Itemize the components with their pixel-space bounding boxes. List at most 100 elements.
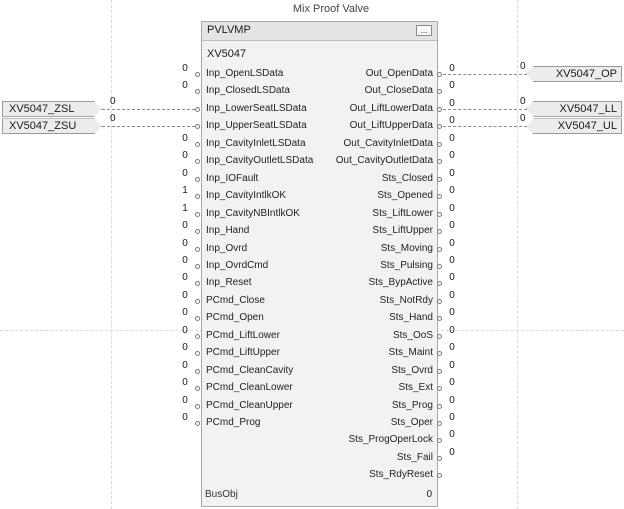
output-pin-connector[interactable] [437, 281, 442, 287]
input-pin-label[interactable]: Inp_CavityOutletLSData [206, 155, 314, 167]
output-pin-label[interactable]: Sts_OoS [392, 329, 433, 341]
input-pin-connector[interactable] [195, 351, 200, 357]
input-pin-connector[interactable] [195, 89, 200, 95]
input-pin-label[interactable]: Inp_CavityNBIntlkOK [206, 207, 300, 219]
output-pin-connector[interactable] [437, 89, 442, 95]
output-pin-connector[interactable] [437, 229, 442, 235]
input-pin-connector[interactable] [195, 281, 200, 287]
output-pin-label[interactable]: Sts_Ext [398, 382, 433, 394]
output-pin-label[interactable]: Sts_NotRdy [379, 294, 433, 306]
output-pin-label[interactable]: Sts_Oper [390, 417, 433, 428]
input-pin-connector[interactable] [195, 194, 200, 200]
input-pin-connector[interactable] [195, 229, 200, 235]
output-pin-connector[interactable] [437, 455, 442, 461]
input-pin-connector[interactable] [195, 403, 200, 409]
output-pin-label[interactable]: Sts_Closed [381, 172, 433, 184]
output-pin-label[interactable]: Sts_Moving [380, 242, 433, 254]
output-pin-label[interactable]: Out_LiftUpperData [349, 120, 433, 132]
output-pin-label[interactable]: Out_LiftLowerData [349, 102, 433, 114]
input-pin-connector[interactable] [195, 176, 200, 182]
input-pin-label[interactable]: Inp_IOFault [206, 172, 259, 184]
output-pin-connector[interactable] [437, 403, 442, 409]
output-pin-label[interactable]: Sts_Ovrd [391, 364, 433, 376]
output-pin-label[interactable]: Sts_Pulsing [380, 259, 433, 271]
input-pin-connector[interactable] [195, 298, 200, 304]
output-pin-connector[interactable] [437, 246, 442, 252]
input-pin-label[interactable]: Inp_CavityInletLSData [206, 137, 306, 149]
input-pin-value: 0 [182, 342, 188, 354]
output-pin-label[interactable]: Sts_ProgOperLock [348, 434, 434, 446]
output-reference-tag[interactable]: XV5047_UL [526, 118, 622, 135]
input-pin-label[interactable]: Inp_UpperSeatLSData [206, 120, 307, 132]
input-pin-connector[interactable] [195, 211, 200, 217]
input-pin-connector[interactable] [195, 124, 200, 130]
output-pin-label[interactable]: Sts_Hand [389, 312, 433, 324]
output-pin-label[interactable]: Out_CavityOutletData [335, 155, 433, 167]
input-pin-label[interactable]: Inp_ClosedLSData [206, 85, 290, 97]
output-pin-label[interactable]: Sts_RdyReset [369, 469, 433, 481]
input-pin-label[interactable]: PCmd_LiftUpper [206, 347, 280, 359]
output-pin-connector[interactable] [437, 211, 442, 217]
output-pin-label[interactable]: Sts_BypActive [368, 277, 433, 289]
output-pin-connector[interactable] [437, 473, 442, 479]
output-pin-label[interactable]: Sts_Prog [391, 399, 433, 411]
output-pin-label[interactable]: Sts_LiftUpper [372, 225, 433, 237]
input-pin-label[interactable]: PCmd_CleanUpper [206, 399, 293, 411]
output-reference-tag[interactable]: XV5047_OP [526, 66, 622, 82]
input-pin-label[interactable]: PCmd_CleanCavity [206, 364, 294, 376]
input-pin-connector[interactable] [195, 106, 200, 112]
output-pin-connector[interactable] [437, 333, 442, 339]
output-pin-connector[interactable] [437, 368, 442, 374]
output-pin-label[interactable]: Out_CavityInletData [343, 137, 434, 149]
input-pin-connector[interactable] [195, 246, 200, 252]
input-reference-tag[interactable]: XV5047_ZSL [2, 100, 102, 117]
output-pin-label[interactable]: Sts_Maint [388, 347, 433, 359]
output-pin-connector[interactable] [437, 316, 442, 322]
input-pin-connector[interactable] [195, 263, 200, 269]
input-pin-label[interactable]: PCmd_Open [206, 312, 264, 324]
input-pin-label[interactable]: Inp_LowerSeatLSData [206, 102, 307, 114]
input-pin-connector[interactable] [195, 421, 200, 426]
input-pin-connector[interactable] [195, 386, 200, 392]
input-pin-connector[interactable] [195, 368, 200, 374]
output-pin-connector[interactable] [437, 298, 442, 304]
input-pin-label[interactable]: PCmd_LiftLower [206, 329, 280, 341]
input-pin-label[interactable]: Inp_OpenLSData [206, 68, 284, 79]
output-pin-label[interactable]: Sts_LiftLower [372, 207, 433, 219]
input-pin-connector[interactable] [195, 72, 200, 77]
block-tag-name[interactable]: XV5047 [207, 48, 247, 60]
output-pin-connector[interactable] [437, 351, 442, 357]
input-pin-label[interactable]: Inp_Reset [206, 277, 252, 289]
input-pin-connector[interactable] [195, 316, 200, 322]
input-pin-label[interactable]: Inp_Hand [206, 225, 250, 237]
output-pin-connector[interactable] [437, 194, 442, 200]
input-pin-label[interactable]: Inp_CavityIntlkOK [206, 190, 287, 202]
block-properties-button[interactable]: ... [416, 25, 432, 36]
output-reference-tag[interactable]: XV5047_LL [526, 100, 622, 117]
input-pin-connector[interactable] [195, 159, 200, 165]
output-pin-connector[interactable] [437, 176, 442, 182]
input-pin-label[interactable]: Inp_OvrdCmd [206, 259, 269, 271]
output-pin-connector[interactable] [437, 386, 442, 392]
output-pin-label[interactable]: Sts_Fail [396, 451, 433, 463]
output-pin-label[interactable]: Out_CloseData [364, 85, 433, 97]
input-pin-connector[interactable] [195, 333, 200, 339]
input-pin-label[interactable]: Inp_Ovrd [206, 242, 248, 254]
output-pin-connector[interactable] [437, 263, 442, 269]
input-pin-label[interactable]: PCmd_Prog [206, 417, 261, 428]
input-reference-tag[interactable]: XV5047_ZSU [2, 118, 102, 135]
input-pin-connector[interactable] [195, 141, 200, 147]
input-pin-label[interactable]: PCmd_CleanLower [206, 382, 293, 394]
output-pin-connector[interactable] [437, 438, 442, 444]
input-pin-label[interactable]: PCmd_Close [206, 294, 265, 306]
output-pin-connector[interactable] [437, 106, 442, 112]
output-pin-label[interactable]: Out_OpenData [365, 68, 433, 79]
output-pin-connector[interactable] [437, 159, 442, 165]
output-pin-connector[interactable] [437, 421, 442, 426]
input-pin-value: 1 [182, 185, 188, 197]
output-pin-connector[interactable] [437, 124, 442, 130]
function-block[interactable]: PVLVMP ... XV5047 BusObj 0 [201, 21, 438, 507]
output-pin-connector[interactable] [437, 72, 442, 77]
output-pin-label[interactable]: Sts_Opened [377, 190, 433, 202]
output-pin-connector[interactable] [437, 141, 442, 147]
